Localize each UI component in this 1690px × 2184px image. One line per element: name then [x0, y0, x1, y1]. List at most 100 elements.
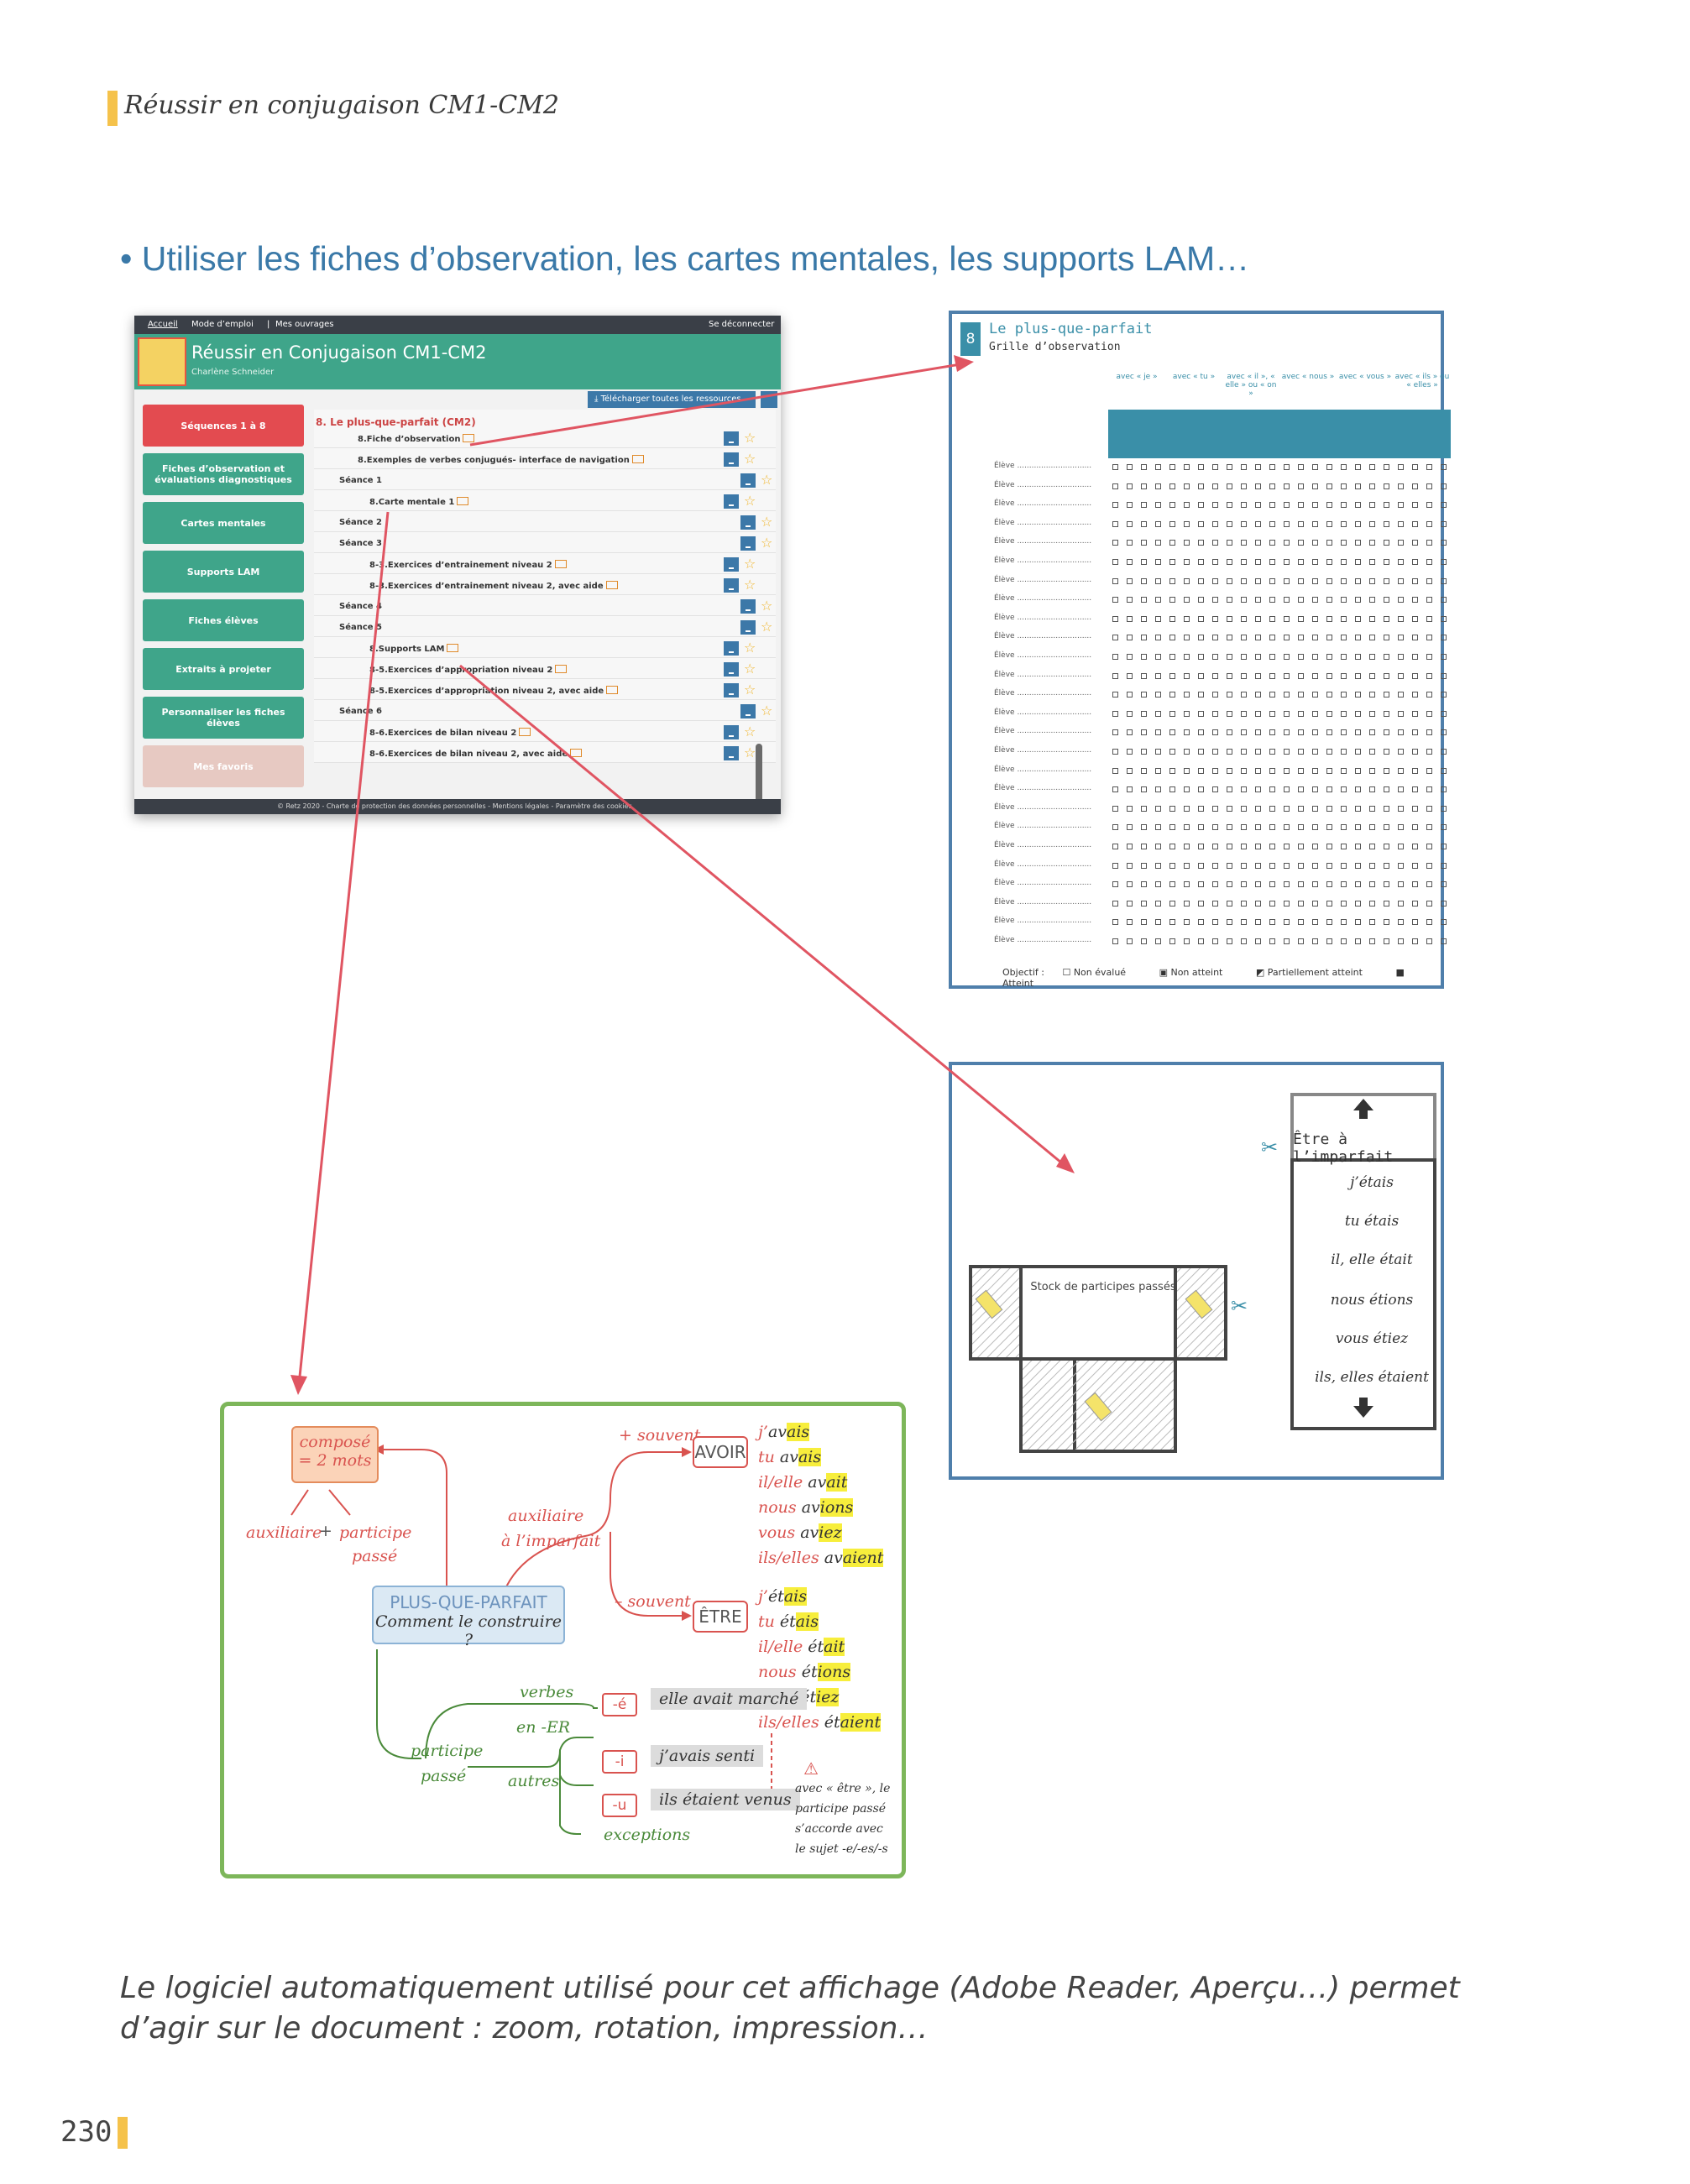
resource-label[interactable]: Séance 5 — [339, 623, 383, 632]
resource-row[interactable]: 8-3.Exercices d’entrainement niveau 2, a… — [314, 577, 776, 595]
grid-checkbox — [1341, 615, 1347, 622]
resource-label[interactable]: 8-6.Exercices de bilan niveau 2 — [369, 728, 531, 738]
grid-checkbox — [1341, 710, 1347, 717]
download-icon[interactable] — [724, 494, 739, 509]
favorite-star-icon[interactable]: ☆ — [744, 640, 756, 656]
download-icon[interactable] — [724, 641, 739, 656]
favorite-star-icon[interactable]: ☆ — [744, 745, 756, 760]
grid-checkbox — [1284, 559, 1290, 565]
app-topbar: Accueil Mode d’emploi | Mes ouvrages Se … — [134, 316, 781, 334]
menu-lam-supports[interactable]: Supports LAM — [143, 551, 304, 593]
grid-checkbox — [1398, 900, 1404, 907]
resource-label[interactable]: 8-3.Exercices d’entrainement niveau 2, a… — [369, 581, 618, 591]
resource-label[interactable]: 8-6.Exercices de bilan niveau 2, avec ai… — [369, 749, 583, 759]
menu-projection-extracts[interactable]: Extraits à projeter — [143, 648, 304, 690]
menu-mind-maps[interactable]: Cartes mentales — [143, 502, 304, 544]
student-row-label: Élève ............................... — [994, 689, 1092, 698]
menu-favorites[interactable]: Mes favoris — [143, 745, 304, 787]
resource-row[interactable]: 8.Fiche d’observation ☆ — [314, 430, 776, 448]
resource-label[interactable]: 8-3.Exercices d’entrainement niveau 2 — [369, 560, 567, 570]
download-icon[interactable] — [724, 746, 739, 760]
download-icon[interactable] — [724, 452, 739, 467]
grid-checkbox — [1384, 824, 1389, 831]
resource-row[interactable]: Séance 5 ☆ — [314, 619, 776, 637]
download-icon[interactable] — [724, 578, 739, 593]
grid-checkbox — [1298, 900, 1304, 907]
resource-row[interactable]: 8-5.Exercices d’appropriation niveau 2 ☆ — [314, 661, 776, 679]
download-icon[interactable] — [724, 557, 739, 572]
resource-label[interactable]: Séance 4 — [339, 602, 383, 611]
download-icon[interactable] — [724, 683, 739, 698]
resource-label[interactable]: 8-5.Exercices d’appropriation niveau 2 — [369, 665, 568, 675]
download-icon[interactable] — [724, 431, 739, 446]
download-icon[interactable] — [740, 473, 756, 488]
favorite-star-icon[interactable]: ☆ — [761, 619, 773, 635]
download-icon[interactable] — [724, 725, 739, 739]
favorite-star-icon[interactable]: ☆ — [744, 493, 756, 509]
resource-row[interactable]: Séance 3 ☆ — [314, 535, 776, 553]
favorite-star-icon[interactable]: ☆ — [744, 451, 756, 467]
grid-checkbox — [1298, 672, 1304, 679]
favorite-star-icon[interactable]: ☆ — [744, 577, 756, 593]
resource-row[interactable]: Séance 6 ☆ — [314, 703, 776, 721]
nav-howto-link[interactable]: Mode d’emploi — [191, 320, 254, 329]
resource-row[interactable]: Séance 4 ☆ — [314, 598, 776, 616]
grid-group-header: avec « vous » — [1338, 373, 1392, 381]
favorite-star-icon[interactable]: ☆ — [761, 598, 773, 614]
etre-node: ÊTRE — [693, 1601, 748, 1633]
resource-row[interactable]: 8.Supports LAM ☆ — [314, 640, 776, 658]
grid-checkbox — [1355, 824, 1361, 831]
favorite-star-icon[interactable]: ☆ — [744, 661, 756, 677]
favorite-star-icon[interactable]: ☆ — [761, 703, 773, 718]
resource-row[interactable]: 8.Exemples de verbes conjugués- interfac… — [314, 451, 776, 469]
resource-row[interactable]: 8-3.Exercices d’entrainement niveau 2 ☆ — [314, 556, 776, 574]
download-icon[interactable] — [740, 515, 756, 530]
favorite-star-icon[interactable]: ☆ — [744, 556, 756, 572]
favorite-star-icon[interactable]: ☆ — [761, 472, 773, 488]
download-icon[interactable] — [740, 599, 756, 614]
resource-row[interactable]: 8-5.Exercices d’appropriation niveau 2, … — [314, 682, 776, 700]
resource-row[interactable]: 8-6.Exercices de bilan niveau 2 ☆ — [314, 724, 776, 742]
resource-label[interactable]: 8.Carte mentale 1 — [369, 497, 469, 507]
favorite-star-icon[interactable]: ☆ — [744, 430, 756, 446]
resource-label[interactable]: 8.Exemples de verbes conjugués- interfac… — [358, 455, 644, 465]
download-icon[interactable] — [724, 662, 739, 677]
resource-label[interactable]: Séance 3 — [339, 539, 383, 548]
resource-label[interactable]: Séance 6 — [339, 707, 383, 716]
scrollbar-thumb[interactable] — [756, 744, 762, 811]
resource-label[interactable]: Séance 1 — [339, 476, 383, 485]
resource-row[interactable]: 8-6.Exercices de bilan niveau 2, avec ai… — [314, 745, 776, 763]
resource-row[interactable]: Séance 2 ☆ — [314, 514, 776, 532]
grid-group-header: avec « il », « elle » ou « on » — [1225, 373, 1277, 398]
favorite-star-icon[interactable]: ☆ — [761, 535, 773, 551]
download-icon[interactable] — [740, 536, 756, 551]
grid-checkbox — [1326, 729, 1332, 736]
menu-customize-sheets[interactable]: Personnaliser les fiches élèves — [143, 697, 304, 739]
grid-checkbox — [1426, 672, 1432, 679]
favorite-star-icon[interactable]: ☆ — [761, 514, 773, 530]
menu-student-sheets[interactable]: Fiches élèves — [143, 599, 304, 641]
favorite-star-icon[interactable]: ☆ — [744, 724, 756, 739]
menu-sequences[interactable]: Séquences 1 à 8 — [143, 405, 304, 447]
grid-checkbox — [1227, 483, 1232, 489]
resource-row[interactable]: 8.Carte mentale 1 ☆ — [314, 493, 776, 511]
nav-my-books-link[interactable]: Mes ouvrages — [275, 320, 334, 329]
resource-label[interactable]: Séance 2 — [339, 518, 383, 527]
grid-checkbox — [1184, 824, 1190, 831]
logout-link[interactable]: Se déconnecter — [709, 320, 775, 329]
grid-checkbox — [1241, 729, 1247, 736]
download-icon[interactable] — [740, 704, 756, 718]
grid-checkbox — [1141, 615, 1147, 622]
menu-observation-sheets[interactable]: Fiches d’observation et évaluations diag… — [143, 453, 304, 495]
resource-label[interactable]: 8.Fiche d’observation — [358, 434, 475, 444]
pdf-file-icon — [606, 686, 619, 694]
grid-checkbox — [1212, 559, 1218, 565]
grid-checkbox — [1341, 881, 1347, 888]
favorite-star-icon[interactable]: ☆ — [744, 682, 756, 698]
resource-label[interactable]: 8-5.Exercices d’appropriation niveau 2, … — [369, 686, 619, 696]
grid-checkbox — [1169, 900, 1175, 907]
download-icon[interactable] — [740, 620, 756, 635]
nav-home-link[interactable]: Accueil — [148, 320, 178, 329]
resource-label[interactable]: 8.Supports LAM — [369, 644, 459, 654]
resource-row[interactable]: Séance 1 ☆ — [314, 472, 776, 490]
